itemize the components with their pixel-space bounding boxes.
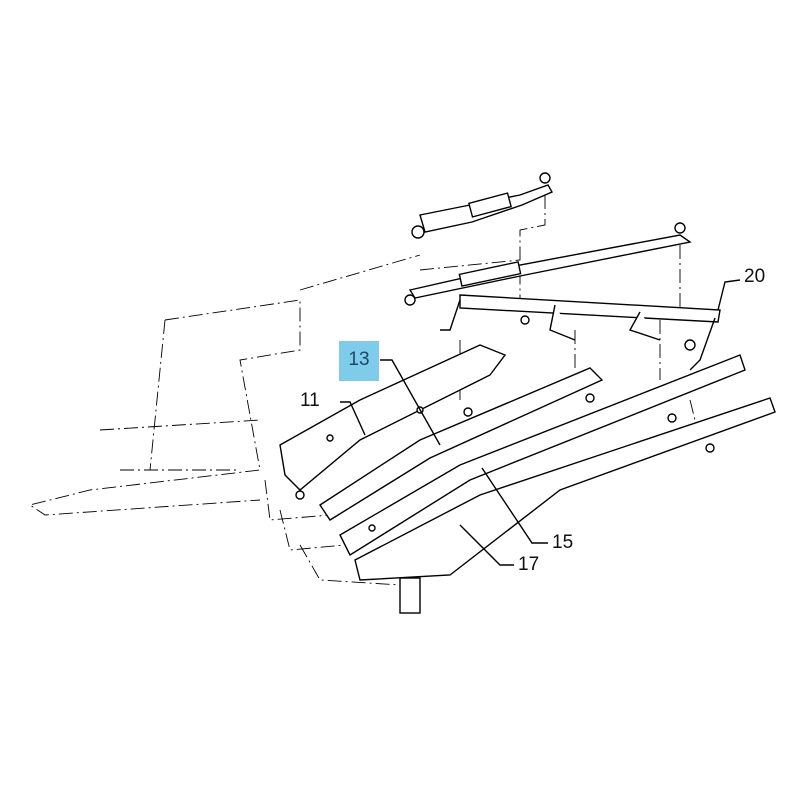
callout-13-highlighted[interactable]: 13 bbox=[339, 341, 379, 381]
callout-20[interactable]: 20 bbox=[744, 266, 766, 287]
callout-11[interactable]: 11 bbox=[300, 390, 320, 411]
bolts bbox=[295, 393, 715, 532]
blade-11 bbox=[279, 344, 507, 491]
mounting-frame bbox=[440, 294, 721, 371]
turnbuckle-linkage bbox=[404, 172, 692, 306]
callout-15[interactable]: 15 bbox=[552, 532, 574, 553]
blade-17 bbox=[354, 397, 776, 614]
blade-13 bbox=[319, 367, 604, 521]
callout-17[interactable]: 17 bbox=[518, 554, 540, 575]
blade-15 bbox=[339, 354, 746, 557]
leader-lines bbox=[340, 279, 741, 566]
